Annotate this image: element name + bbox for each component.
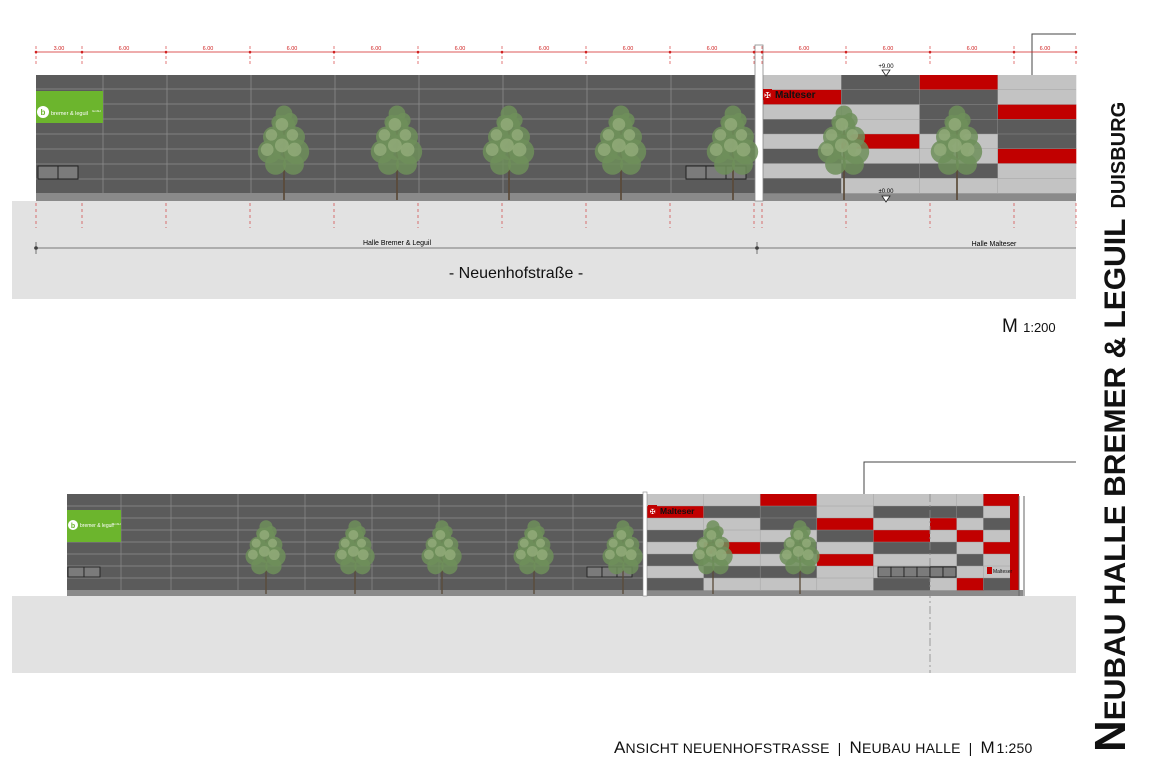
project-title: NEUBAU HALLE BREMER & LEGUIL DUISBURG bbox=[1086, 102, 1135, 752]
svg-text:b: b bbox=[71, 523, 75, 530]
level-top-label: +9.00 bbox=[878, 64, 894, 70]
svg-text:b: b bbox=[41, 108, 46, 117]
bremer-logo-mark bbox=[37, 106, 49, 118]
roof-outline bbox=[1031, 33, 1076, 75]
tree bbox=[513, 520, 554, 594]
tree bbox=[421, 520, 462, 594]
tree bbox=[482, 105, 535, 200]
trees-row bbox=[257, 105, 983, 200]
malteser-cross-icon bbox=[763, 89, 772, 100]
dimension-label: 6.00 bbox=[1040, 46, 1051, 52]
tree bbox=[257, 105, 310, 200]
level-top-marker bbox=[881, 69, 891, 77]
lower-malteser-cross-icon bbox=[648, 505, 657, 516]
lower-bremer-logo-suffix: GmbH bbox=[112, 522, 121, 526]
lower-malteser-facade bbox=[647, 494, 1019, 591]
dimension-label: 6.00 bbox=[799, 46, 810, 52]
lower-plinth bbox=[67, 590, 1023, 596]
tree bbox=[692, 520, 733, 594]
dimension-label: 6.00 bbox=[883, 46, 894, 52]
svg-text:✠: ✠ bbox=[764, 91, 771, 100]
hall-malteser-label: Halle Malteser bbox=[972, 241, 1017, 248]
dimension-label: 6.00 bbox=[455, 46, 466, 52]
tree bbox=[370, 105, 423, 200]
lower-bremer-logo-text: bremer & leguil bbox=[80, 523, 114, 529]
malteser-logo-text: Malteser bbox=[775, 90, 816, 101]
dimension-label: 6.00 bbox=[287, 46, 298, 52]
tree bbox=[706, 105, 759, 200]
dimension-label: 6.00 bbox=[203, 46, 214, 52]
upper-elevation-drawing: b bremer & leguil GmbH ✠ Malteser 3.00 6.… bbox=[12, 33, 1078, 299]
street-name: - Neuenhofstraße - bbox=[448, 265, 584, 282]
tree bbox=[817, 105, 870, 200]
small-malteser-cross-icon bbox=[987, 567, 992, 574]
tree bbox=[245, 520, 286, 594]
bremer-logo-text: bremer & leguil bbox=[51, 111, 88, 117]
title-initial: N bbox=[1086, 720, 1135, 752]
title-main: EUBAU HALLE BREMER & LEGUIL bbox=[1099, 219, 1132, 721]
small-malteser-logo-text: Malteser bbox=[993, 569, 1013, 575]
svg-text:NEUBAU HALLE BREMER & LEGUILDU: NEUBAU HALLE BREMER & LEGUIL DUISBURG bbox=[1086, 102, 1135, 752]
lower-windows bbox=[67, 566, 957, 578]
building-plinth bbox=[36, 193, 1076, 201]
lower-joint bbox=[642, 491, 648, 597]
lower-roof-outline bbox=[863, 461, 1076, 494]
scale-upper: M 1:200 bbox=[1002, 316, 1056, 337]
title-city: DUISBURG bbox=[1108, 102, 1130, 209]
bremer-logo-suffix: GmbH bbox=[92, 109, 101, 113]
dimension-label: 6.00 bbox=[967, 46, 978, 52]
expansion-joint bbox=[754, 44, 764, 202]
lower-bremer-facade bbox=[67, 494, 644, 590]
svg-text:✠: ✠ bbox=[650, 508, 656, 516]
tree bbox=[602, 520, 643, 594]
tree bbox=[779, 520, 820, 594]
tree bbox=[594, 105, 647, 200]
lower-bremer-logo-panel bbox=[67, 510, 121, 542]
lower-ground bbox=[12, 596, 1076, 673]
dimension-label: 6.00 bbox=[119, 46, 130, 52]
dimension-chain: 3.00 6.00 6.00 6.00 6.00 6.00 6.00 6.00 6.00 6.00… bbox=[34, 46, 1078, 228]
level-ground-label: ±0.00 bbox=[879, 189, 895, 195]
tree bbox=[930, 105, 983, 200]
dimension-label: 6.00 bbox=[623, 46, 634, 52]
street-ground bbox=[12, 201, 1076, 299]
bremer-logo-panel bbox=[36, 91, 103, 123]
level-ground-marker bbox=[881, 195, 891, 203]
dimension-label: 6.00 bbox=[539, 46, 550, 52]
dimension-label: 3.00 bbox=[54, 46, 65, 52]
lower-malteser-logo-text: Malteser bbox=[660, 506, 695, 516]
sheet-caption: ANSICHT NEUENHOFSTRASSE|NEUBAU HALLE|M 1… bbox=[614, 738, 1033, 757]
lower-trees-row bbox=[245, 520, 820, 594]
dimension-label: 6.00 bbox=[371, 46, 382, 52]
hall-bremer-label: Halle Bremer & Leguil bbox=[363, 240, 432, 247]
dimension-label: 6.00 bbox=[707, 46, 718, 52]
tree bbox=[334, 520, 375, 594]
